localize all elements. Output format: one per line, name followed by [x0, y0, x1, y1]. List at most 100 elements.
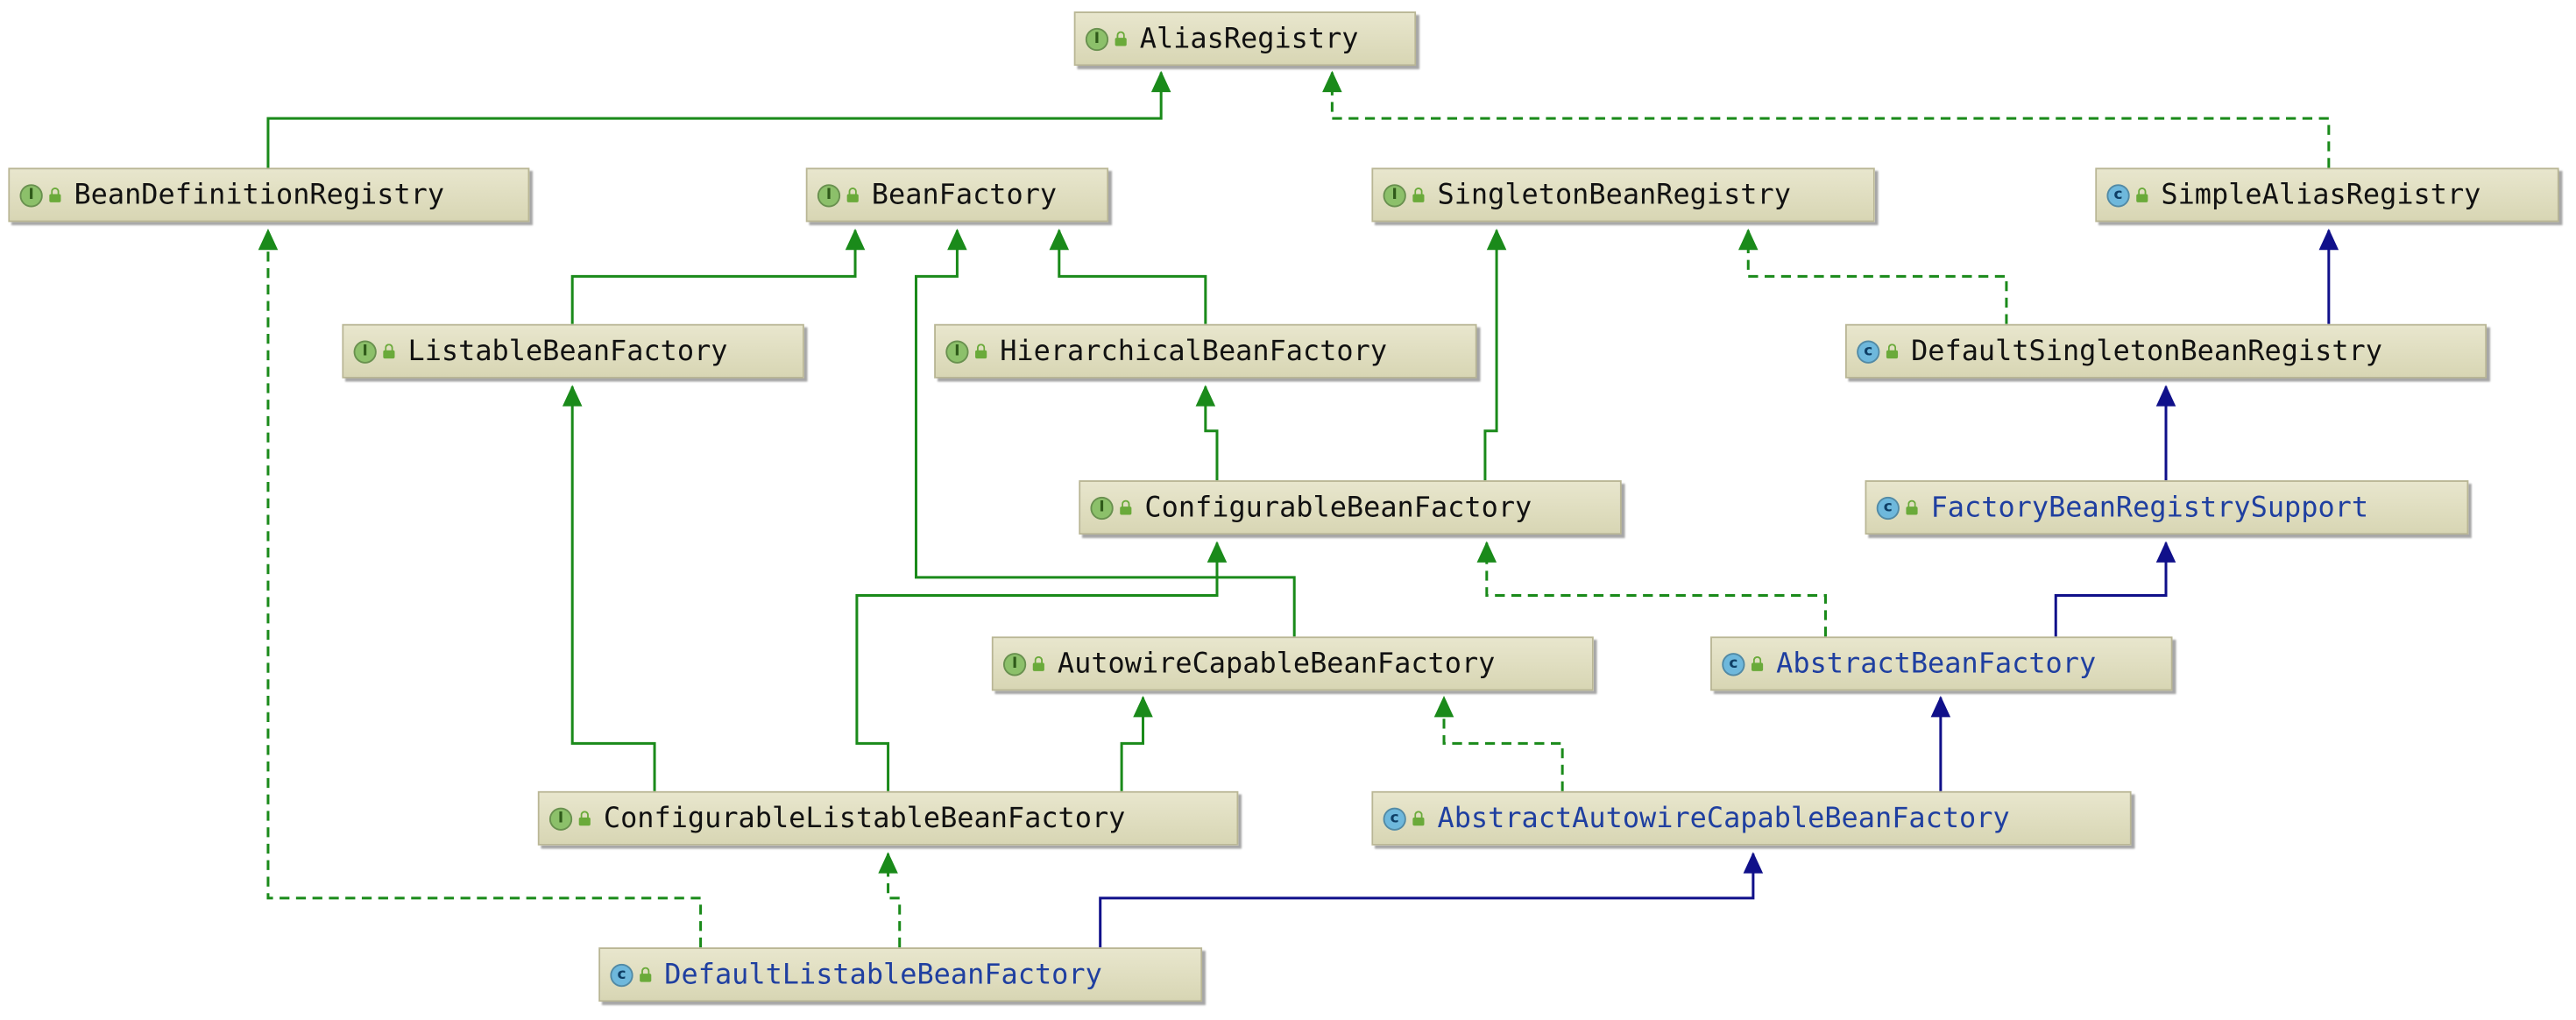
node-label: SingletonBeanRegistry — [1437, 178, 1791, 212]
class-icon: c — [610, 962, 633, 987]
edge-listable-bean-factory-to-bean-factory — [570, 228, 866, 324]
arrowhead — [878, 852, 898, 874]
arrowhead — [1049, 228, 1070, 251]
node-label: BeanFactory — [871, 178, 1058, 212]
interface-icon: I — [548, 806, 573, 830]
node-label: AutowireCapableBeanFactory — [1057, 647, 1496, 681]
public-lock-icon — [638, 967, 652, 982]
arrowhead — [1486, 228, 1507, 251]
edge-line — [1099, 854, 1755, 948]
arrowhead — [1930, 695, 1951, 718]
edge-line — [855, 542, 1219, 791]
node-label: FactoryBeanRegistrySupport — [1930, 491, 2369, 524]
edge-line — [2054, 542, 2168, 637]
edge-line — [887, 854, 902, 948]
node-factory-bean-registry-support[interactable]: c FactoryBeanRegistrySupport — [1865, 480, 2469, 535]
edge-factory-bean-registry-support-to-default-singleton-bean-registry — [2155, 385, 2176, 481]
node-label: ConfigurableBeanFactory — [1144, 491, 1532, 524]
interface-icon: I — [1002, 652, 1027, 676]
arrowhead — [258, 228, 279, 251]
edge-configurable-listable-bean-factory-to-autowire-capable-bean-factory — [1120, 695, 1153, 791]
arrowhead — [1207, 541, 1228, 563]
edge-configurable-bean-factory-to-singleton-bean-registry — [1483, 228, 1507, 481]
interface-icon: I — [945, 339, 969, 363]
public-lock-icon — [381, 344, 395, 359]
arrowhead — [1433, 695, 1454, 718]
node-hierarchical-bean-factory[interactable]: I HierarchicalBeanFactory — [934, 323, 1477, 379]
node-singleton-bean-registry[interactable]: I SingletonBeanRegistry — [1371, 167, 1875, 223]
public-lock-icon — [846, 187, 859, 202]
arrowhead — [2318, 228, 2339, 251]
arrowhead — [1195, 385, 1216, 407]
node-default-listable-bean-factory[interactable]: c DefaultListableBeanFactory — [598, 947, 1203, 1002]
public-lock-icon — [1885, 344, 1899, 359]
edge-bean-definition-registry-to-alias-registry — [266, 70, 1171, 168]
node-label: ConfigurableListableBeanFactory — [603, 802, 1126, 835]
edge-line — [1120, 697, 1145, 791]
edge-default-listable-bean-factory-to-abstract-autowire-capable-bean-factory — [1099, 852, 1764, 948]
arrowhead — [1737, 228, 1759, 251]
public-lock-icon — [1905, 499, 1918, 515]
public-lock-icon — [577, 811, 591, 826]
arrowhead — [562, 385, 583, 407]
public-lock-icon — [1411, 187, 1425, 202]
abstract-class-icon: c — [1722, 652, 1745, 676]
node-label: ListableBeanFactory — [407, 334, 728, 368]
node-autowire-capable-bean-factory[interactable]: I AutowireCapableBeanFactory — [991, 636, 1594, 691]
edge-hierarchical-bean-factory-to-bean-factory — [1049, 228, 1207, 324]
edge-default-singleton-bean-registry-to-simple-alias-registry — [2318, 228, 2339, 324]
node-bean-definition-registry[interactable]: I BeanDefinitionRegistry — [8, 167, 530, 223]
class-icon: c — [1857, 339, 1880, 363]
node-listable-bean-factory[interactable]: I ListableBeanFactory — [342, 323, 804, 379]
edge-abstract-autowire-capable-bean-factory-to-autowire-capable-bean-factory — [1433, 695, 1564, 791]
edge-line — [570, 230, 857, 324]
interface-icon: I — [19, 183, 43, 207]
arrowhead — [1133, 695, 1153, 718]
edge-configurable-bean-factory-to-hierarchical-bean-factory — [1195, 385, 1219, 481]
arrowhead — [947, 228, 967, 251]
node-label: AbstractAutowireCapableBeanFactory — [1437, 802, 2010, 835]
edge-line — [1746, 230, 2008, 324]
edge-abstract-bean-factory-to-configurable-bean-factory — [1476, 541, 1827, 637]
public-lock-icon — [973, 344, 987, 359]
abstract-class-icon: c — [1876, 495, 1900, 520]
edge-line — [1204, 386, 1219, 481]
public-lock-icon — [1114, 31, 1127, 46]
edge-abstract-autowire-capable-bean-factory-to-abstract-bean-factory — [1930, 695, 1951, 791]
arrowhead — [2155, 385, 2176, 407]
arrowhead — [845, 228, 866, 251]
public-lock-icon — [47, 187, 61, 202]
edge-autowire-capable-bean-factory-to-bean-factory — [914, 228, 1296, 637]
node-configurable-bean-factory[interactable]: I ConfigurableBeanFactory — [1079, 480, 1622, 535]
node-label: BeanDefinitionRegistry — [74, 178, 445, 212]
edge-abstract-bean-factory-to-factory-bean-registry-support — [2054, 541, 2176, 637]
node-label: DefaultListableBeanFactory — [664, 958, 1102, 991]
edge-default-singleton-bean-registry-to-singleton-bean-registry — [1737, 228, 2008, 324]
interface-icon: I — [353, 339, 377, 363]
node-label: SimpleAliasRegistry — [2161, 178, 2481, 212]
node-label: HierarchicalBeanFactory — [1000, 334, 1388, 368]
interface-icon: I — [1090, 495, 1114, 520]
node-simple-alias-registry[interactable]: c SimpleAliasRegistry — [2095, 167, 2559, 223]
edge-simple-alias-registry-to-alias-registry — [1322, 70, 2331, 168]
public-lock-icon — [1750, 655, 1764, 671]
edge-line — [1485, 542, 1827, 637]
arrowhead — [1476, 541, 1497, 563]
interface-icon: I — [1383, 183, 1406, 207]
class-icon: c — [2106, 183, 2130, 207]
node-label: AliasRegistry — [1139, 22, 1359, 55]
edge-line — [914, 230, 1296, 637]
arrowhead — [2155, 541, 2176, 563]
node-abstract-autowire-capable-bean-factory[interactable]: c AbstractAutowireCapableBeanFactory — [1371, 790, 2132, 846]
public-lock-icon — [2134, 187, 2148, 202]
node-configurable-listable-bean-factory[interactable]: I ConfigurableListableBeanFactory — [537, 790, 1239, 846]
abstract-class-icon: c — [1383, 806, 1406, 830]
edge-configurable-listable-bean-factory-to-listable-bean-factory — [562, 385, 656, 791]
edge-line — [266, 72, 1163, 168]
edge-line — [1483, 230, 1498, 481]
